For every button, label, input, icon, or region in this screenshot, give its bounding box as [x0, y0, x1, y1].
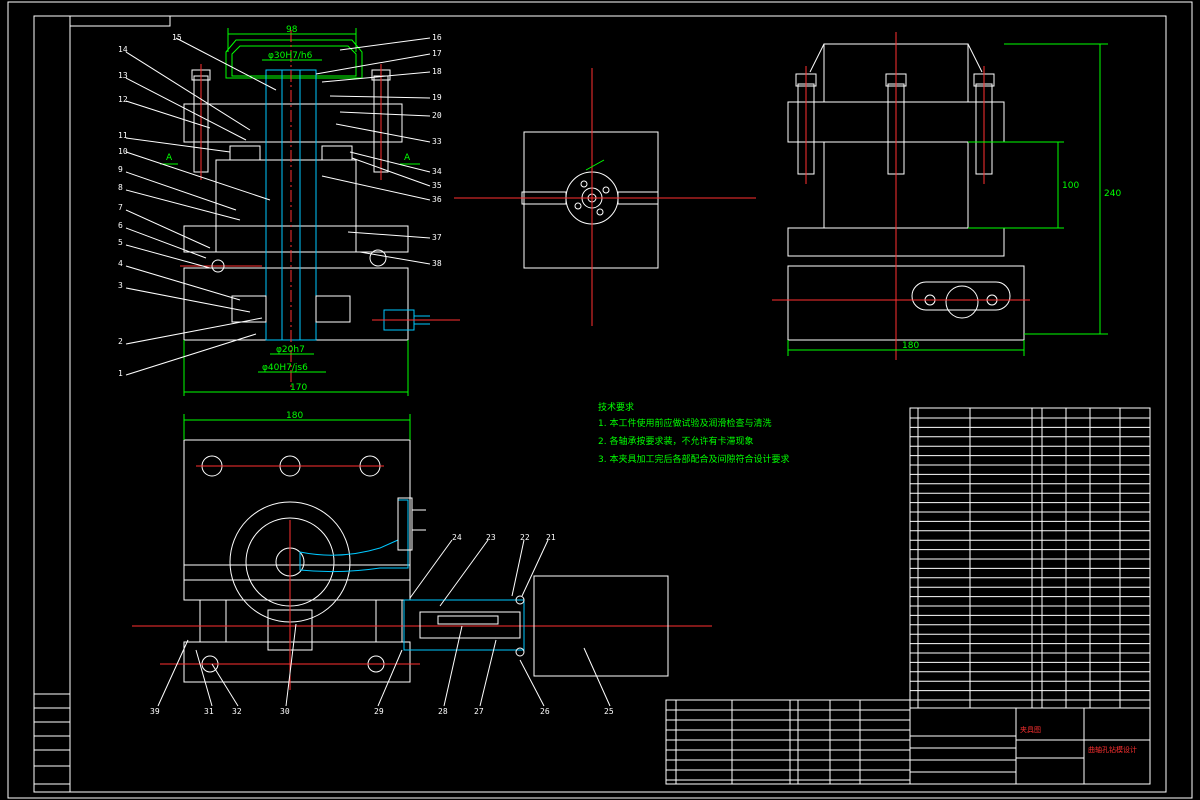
balloon-14: 14: [118, 45, 128, 54]
dim-overall-width: 170: [290, 383, 307, 393]
balloon-33: 33: [432, 137, 442, 146]
title-name: 曲轴孔钻模设计: [1088, 745, 1137, 754]
balloon-1: 1: [118, 369, 123, 378]
parts-list: [909, 407, 1151, 709]
right-balloons: 15 16 17 18 19 20 33 34 35 36 37 38: [172, 33, 442, 268]
title-school: 夹具图: [1020, 725, 1041, 734]
balloon-8: 8: [118, 183, 123, 192]
balloon-16: 16: [432, 33, 442, 42]
section-mark-left: A: [166, 153, 173, 163]
balloon-4: 4: [118, 259, 123, 268]
dim-plan-width: 180: [286, 411, 303, 421]
section-mark-right: A: [404, 153, 411, 163]
balloon-28: 28: [438, 707, 448, 716]
dim-side-width: 180: [902, 341, 919, 351]
balloon-11: 11: [118, 131, 128, 140]
balloon-17: 17: [432, 49, 442, 58]
balloon-18: 18: [432, 67, 442, 76]
balloon-31: 31: [204, 707, 214, 716]
side-view: 240 100 180: [772, 32, 1121, 360]
balloon-24: 24: [452, 533, 462, 542]
tech-title: 技术要求: [598, 401, 634, 413]
balloon-20: 20: [432, 111, 442, 120]
balloon-23: 23: [486, 533, 496, 542]
inner-border: [33, 15, 1167, 793]
dim-top-width: 98: [286, 25, 298, 35]
left-balloons: 14 13 12 11 10 9 8 7 6 5 4 3 2 1: [118, 45, 271, 378]
front-section-view: A A 98 φ30H7/h6 φ20h7 φ40H7/js6 170: [160, 25, 460, 396]
technical-notes: 技术要求 1. 本工件使用前应做试验及润滑检查与清洗 2. 各轴承按要求装，不允…: [598, 401, 789, 465]
dim-dia-mid: φ20h7: [276, 345, 305, 355]
balloon-22: 22: [520, 533, 530, 542]
balloon-15: 15: [172, 33, 182, 42]
balloon-13: 13: [118, 71, 128, 80]
balloon-37: 37: [432, 233, 442, 242]
balloon-38: 38: [432, 259, 442, 268]
balloon-35: 35: [432, 181, 442, 190]
parts-list-lower: [665, 699, 911, 785]
balloon-32: 32: [232, 707, 242, 716]
balloon-25: 25: [604, 707, 614, 716]
balloon-21: 21: [546, 533, 556, 542]
balloon-36: 36: [432, 195, 442, 204]
tech-note-1: 1. 本工件使用前应做试验及润滑检查与清洗: [598, 417, 771, 429]
balloon-6: 6: [118, 221, 123, 230]
balloon-27: 27: [474, 707, 484, 716]
tech-note-3: 3. 本夹具加工完后各部配合及间隙符合设计要求: [598, 453, 789, 465]
side-table: [33, 693, 71, 785]
bottom-balloons: 39 31 32 30 29 28 27 26 25 24 23 22 21: [150, 533, 614, 716]
dim-dia-bottom: φ40H7/js6: [262, 363, 308, 373]
title-block: 夹具图 曲轴孔钻模设计: [909, 707, 1151, 785]
balloon-9: 9: [118, 165, 123, 174]
balloon-10: 10: [118, 147, 128, 156]
corner-box: [69, 15, 171, 27]
balloon-3: 3: [118, 281, 123, 290]
dim-side-height: 240: [1104, 189, 1121, 199]
balloon-26: 26: [540, 707, 550, 716]
balloon-5: 5: [118, 238, 123, 247]
balloon-34: 34: [432, 167, 442, 176]
dim-side-mid: 100: [1062, 181, 1079, 191]
balloon-7: 7: [118, 203, 123, 212]
balloon-19: 19: [432, 93, 442, 102]
plan-view: 180: [132, 411, 712, 690]
tech-note-2: 2. 各轴承按要求装，不允许有卡滞现象: [598, 435, 753, 447]
balloon-12: 12: [118, 95, 128, 104]
balloon-30: 30: [280, 707, 290, 716]
outer-border: [7, 1, 1193, 799]
section-aa-view: [454, 68, 756, 326]
balloon-2: 2: [118, 337, 123, 346]
balloon-29: 29: [374, 707, 384, 716]
dim-dia-top: φ30H7/h6: [268, 51, 313, 61]
balloon-39: 39: [150, 707, 160, 716]
